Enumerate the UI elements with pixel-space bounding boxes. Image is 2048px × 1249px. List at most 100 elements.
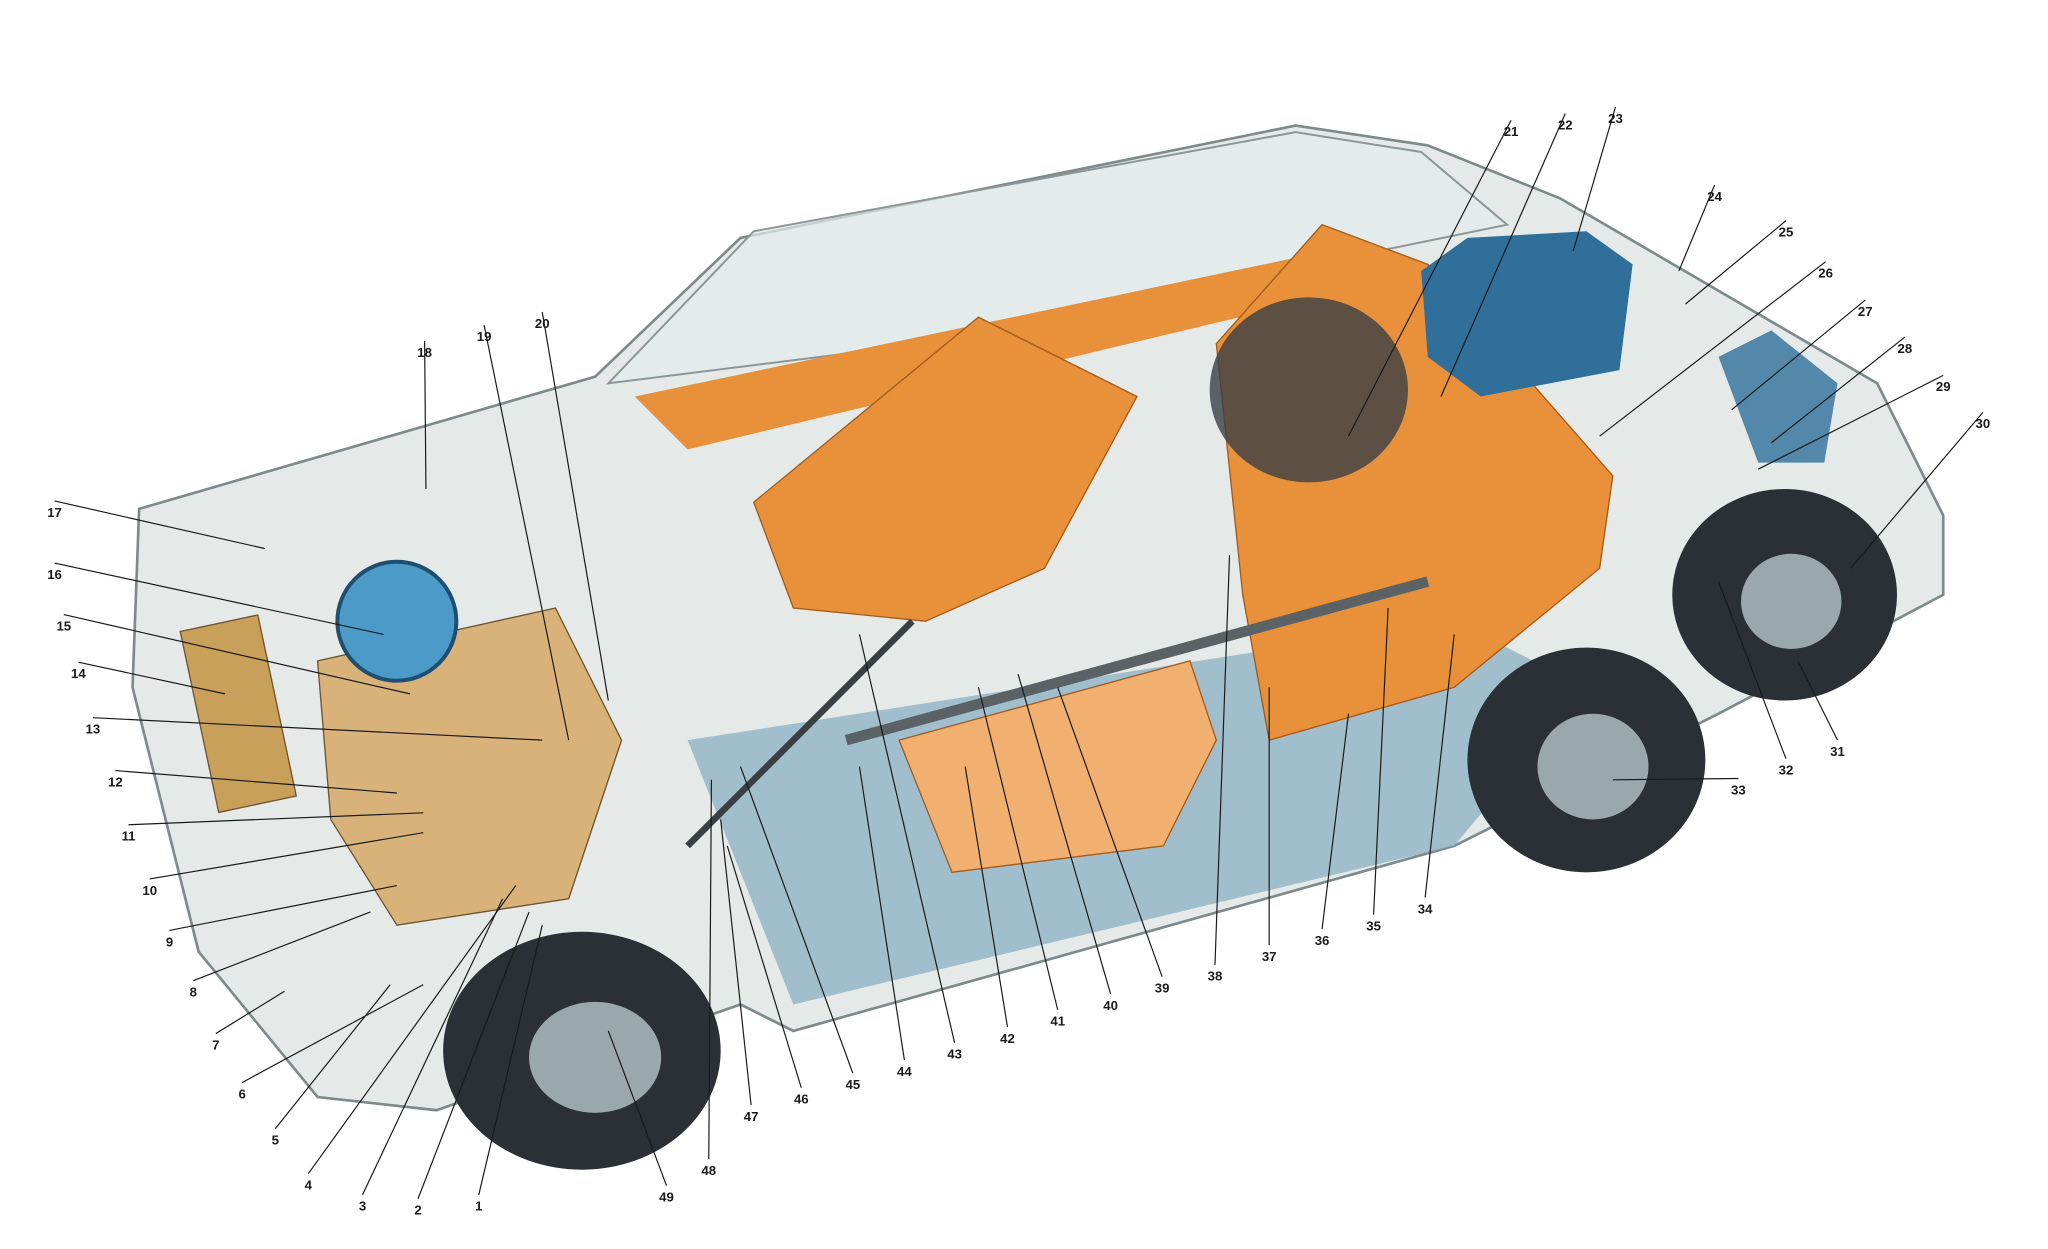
leader-line-3 xyxy=(361,898,504,1196)
callout-label-46: 46 xyxy=(794,1092,809,1107)
leader-line-40 xyxy=(1017,673,1112,995)
callout-label-10: 10 xyxy=(142,883,157,898)
leader-line-21 xyxy=(1347,120,1512,437)
leader-line-14 xyxy=(78,661,226,695)
leader-line-30 xyxy=(1850,411,1984,569)
callout-label-19: 19 xyxy=(477,329,492,344)
callout-label-7: 7 xyxy=(212,1037,219,1052)
callout-label-3: 3 xyxy=(359,1199,366,1214)
leader-line-20 xyxy=(541,311,609,701)
leader-line-34 xyxy=(1424,634,1455,898)
callout-label-36: 36 xyxy=(1315,933,1330,948)
leader-line-10 xyxy=(149,832,424,880)
leader-line-27 xyxy=(1731,299,1866,411)
leader-line-33 xyxy=(1612,777,1739,781)
leader-line-28 xyxy=(1771,336,1906,444)
car-illustration xyxy=(131,124,1945,1170)
steering-column xyxy=(685,618,915,849)
leader-lines xyxy=(54,106,1984,1199)
leader-line-5 xyxy=(274,984,391,1130)
leader-line-32 xyxy=(1717,581,1787,759)
leader-line-43 xyxy=(858,634,956,1043)
front-seat xyxy=(752,316,1138,622)
callout-label-29: 29 xyxy=(1936,379,1951,394)
rear-right-hub xyxy=(1741,553,1842,649)
callout-label-38: 38 xyxy=(1208,969,1223,984)
callout-label-31: 31 xyxy=(1830,744,1845,759)
callout-label-9: 9 xyxy=(166,934,173,949)
callout-label-43: 43 xyxy=(947,1047,962,1062)
air-filter xyxy=(335,559,459,683)
callout-label-25: 25 xyxy=(1779,225,1794,240)
leader-line-29 xyxy=(1757,374,1944,470)
rear-left-hub xyxy=(1537,713,1649,820)
callout-label-1: 1 xyxy=(475,1199,482,1214)
leader-line-16 xyxy=(54,562,384,635)
callout-label-49: 49 xyxy=(659,1189,674,1204)
callout-label-39: 39 xyxy=(1155,981,1170,996)
callout-label-15: 15 xyxy=(56,618,71,633)
leader-line-6 xyxy=(241,984,424,1083)
leader-line-47 xyxy=(720,819,752,1105)
callout-label-34: 34 xyxy=(1418,901,1433,916)
leader-line-38 xyxy=(1214,555,1231,965)
leader-line-25 xyxy=(1685,220,1787,305)
callout-label-13: 13 xyxy=(86,722,101,737)
leader-line-9 xyxy=(169,884,397,932)
callout-label-35: 35 xyxy=(1366,918,1381,933)
leader-line-42 xyxy=(964,766,1009,1028)
leader-line-41 xyxy=(977,687,1059,1010)
rear-storage-box xyxy=(1718,330,1838,463)
callout-label-18: 18 xyxy=(417,345,432,360)
leader-line-11 xyxy=(128,812,424,826)
propeller-shaft xyxy=(844,576,1430,746)
callout-label-47: 47 xyxy=(744,1109,759,1124)
callout-label-45: 45 xyxy=(845,1077,860,1092)
callout-label-26: 26 xyxy=(1818,266,1833,281)
leader-line-35 xyxy=(1372,607,1389,915)
callout-label-28: 28 xyxy=(1898,341,1913,356)
callout-label-14: 14 xyxy=(71,666,86,681)
front-seat-cushion xyxy=(898,660,1218,874)
leader-line-2 xyxy=(417,911,530,1199)
leader-line-12 xyxy=(115,769,397,794)
leader-line-44 xyxy=(858,766,905,1061)
callout-label-16: 16 xyxy=(47,567,62,582)
leader-line-8 xyxy=(193,911,371,982)
callout-label-4: 4 xyxy=(305,1178,313,1193)
leader-line-45 xyxy=(739,766,854,1074)
leader-line-18 xyxy=(424,340,427,490)
leader-line-4 xyxy=(307,885,517,1175)
leader-line-23 xyxy=(1572,106,1617,252)
callout-label-5: 5 xyxy=(272,1133,279,1148)
callout-label-17: 17 xyxy=(47,505,62,520)
leader-line-49 xyxy=(607,1030,668,1186)
leader-line-36 xyxy=(1321,713,1350,930)
callout-label-2: 2 xyxy=(414,1203,421,1218)
leader-line-48 xyxy=(708,779,713,1160)
callout-label-21: 21 xyxy=(1504,124,1519,139)
callout-label-20: 20 xyxy=(535,316,550,331)
callout-label-44: 44 xyxy=(897,1064,912,1079)
callout-label-6: 6 xyxy=(239,1086,246,1101)
leader-line-17 xyxy=(54,500,265,550)
callout-label-30: 30 xyxy=(1976,416,1991,431)
leader-line-13 xyxy=(92,717,543,741)
leader-line-31 xyxy=(1797,660,1839,741)
callout-label-11: 11 xyxy=(122,829,136,844)
leader-line-19 xyxy=(483,325,570,741)
callout-label-33: 33 xyxy=(1731,782,1746,797)
engine-block xyxy=(316,607,623,926)
callout-label-40: 40 xyxy=(1103,998,1118,1013)
callout-label-12: 12 xyxy=(108,774,123,789)
fuel-tank xyxy=(1421,231,1633,397)
callout-label-23: 23 xyxy=(1608,111,1623,126)
front-left-hub xyxy=(529,1001,662,1113)
leader-line-24 xyxy=(1678,184,1716,272)
leader-line-26 xyxy=(1599,261,1826,437)
callout-label-48: 48 xyxy=(701,1163,716,1178)
leader-line-7 xyxy=(215,990,285,1035)
spare-wheel xyxy=(1209,297,1408,483)
